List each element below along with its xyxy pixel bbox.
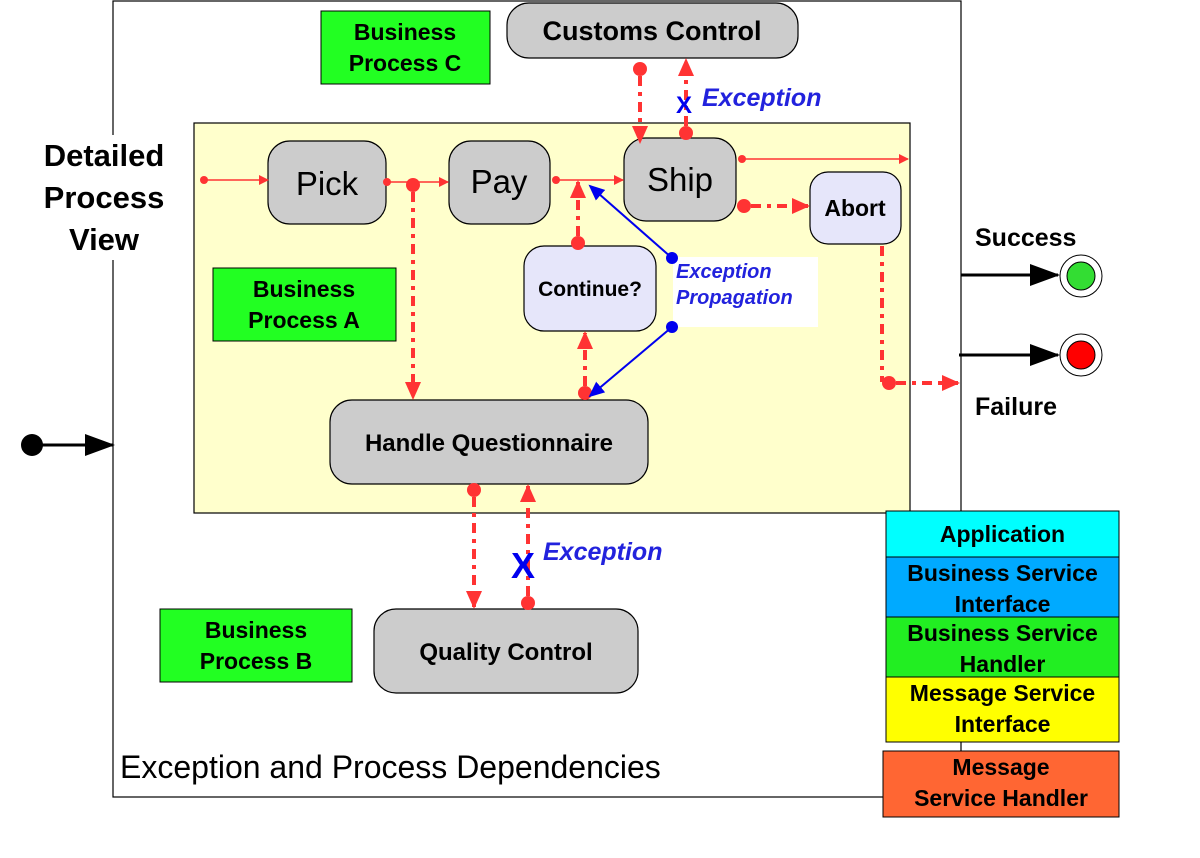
start-node [21, 434, 115, 456]
svg-text:Exception: Exception [543, 538, 662, 566]
svg-text:Success: Success [975, 224, 1076, 252]
failure-indicator [1066, 340, 1096, 370]
svg-text:Process A: Process A [248, 307, 360, 333]
svg-text:Exception: Exception [702, 84, 821, 112]
business-process-a: Business Process A [212, 267, 397, 342]
legend-label: Interface [955, 591, 1051, 617]
node-pay[interactable]: Pay [448, 140, 551, 225]
legend-label: Handler [960, 651, 1046, 677]
legend-label: Message Service [910, 680, 1095, 706]
svg-text:Propagation: Propagation [676, 287, 793, 309]
exception-customs: X Exception [676, 84, 821, 119]
legend-label: Message [952, 754, 1049, 780]
side-label: Detailed Process View [44, 138, 165, 257]
svg-text:Abort: Abort [824, 195, 886, 221]
legend-label: Application [940, 521, 1065, 547]
business-process-c: Business Process C [320, 10, 491, 85]
dep-ship-to-abort [737, 198, 810, 214]
svg-text:Pick: Pick [296, 165, 359, 202]
dep-handle-to-quality [466, 483, 482, 609]
svg-text:Quality Control: Quality Control [419, 639, 592, 666]
legend-label: Service Handler [914, 785, 1088, 811]
legend-label: Business Service [907, 560, 1098, 586]
outcome-failure: Failure [959, 333, 1103, 421]
business-process-b: Business Process B [159, 608, 353, 683]
svg-text:View: View [69, 222, 140, 257]
svg-text:Pay: Pay [471, 163, 528, 200]
outcome-success: Success [961, 224, 1103, 298]
node-customs-control[interactable]: Customs Control [506, 2, 799, 59]
svg-text:Ship: Ship [647, 161, 713, 198]
svg-text:Business: Business [253, 276, 355, 302]
svg-text:Process: Process [44, 180, 165, 215]
node-abort[interactable]: Abort [809, 171, 902, 245]
svg-text:Handle Questionnaire: Handle Questionnaire [365, 430, 613, 457]
svg-text:Business: Business [205, 617, 307, 643]
exception-quality: X Exception [511, 538, 662, 586]
x-mark-icon: X [511, 545, 535, 586]
svg-text:Business: Business [354, 19, 456, 45]
svg-text:Failure: Failure [975, 393, 1057, 421]
svg-text:Continue?: Continue? [538, 278, 642, 301]
node-pick[interactable]: Pick [267, 140, 387, 225]
flow-pay-to-ship [552, 175, 624, 185]
exception-propagation: Exception Propagation [588, 184, 818, 398]
dep-pick-to-handle [405, 178, 421, 400]
success-indicator [1066, 261, 1096, 291]
node-continue[interactable]: Continue? [523, 245, 657, 332]
dep-ship-to-customs [678, 58, 694, 140]
svg-text:Process C: Process C [349, 50, 462, 76]
flow-start-to-pick [200, 175, 269, 185]
legend-label: Interface [955, 711, 1051, 737]
node-ship[interactable]: Ship [623, 137, 737, 222]
svg-text:Customs Control: Customs Control [543, 16, 762, 46]
svg-text:Process B: Process B [200, 648, 313, 674]
flow-ship-to-success [738, 154, 909, 164]
dep-abort-to-failure [880, 246, 960, 391]
dep-customs-to-ship [632, 62, 648, 144]
svg-text:Detailed: Detailed [44, 138, 165, 173]
legend-layer: Application [885, 510, 1120, 558]
dep-quality-to-handle [520, 484, 536, 610]
dep-continue-to-pay [570, 180, 586, 250]
legend-label: Business Service [907, 620, 1098, 646]
node-handle-questionnaire[interactable]: Handle Questionnaire [329, 399, 649, 485]
svg-text:Exception: Exception [676, 261, 772, 283]
diagram-title: Exception and Process Dependencies [120, 749, 661, 785]
node-quality-control[interactable]: Quality Control [373, 608, 639, 694]
x-mark-icon: X [676, 92, 692, 119]
